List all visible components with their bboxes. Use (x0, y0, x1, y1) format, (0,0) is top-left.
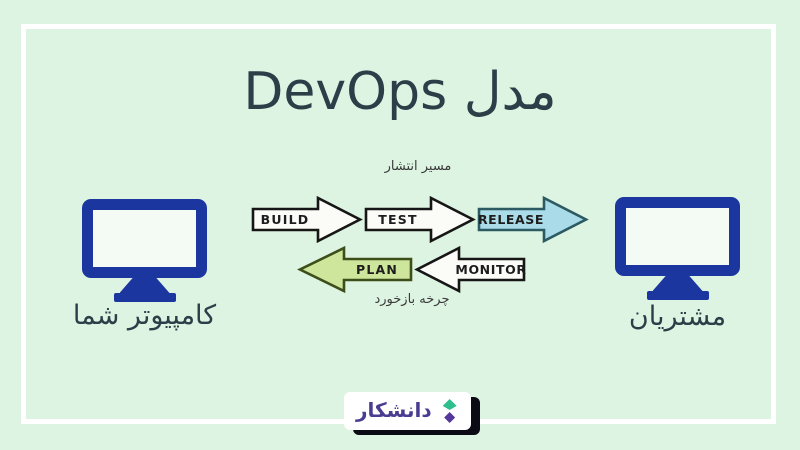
diamond-logo-icon (441, 399, 459, 423)
release-arrow: RELEASE (477, 195, 589, 244)
monitor-screen (82, 199, 207, 278)
your-computer-icon (82, 199, 207, 302)
customers-label: مشتریان (628, 301, 727, 332)
monitor-stand (652, 275, 703, 291)
forward-path-label: مسیر انتشار (384, 159, 452, 174)
brand-logo: دانشکار (344, 392, 471, 430)
build-arrow-shape (251, 195, 363, 244)
feedback-loop-label: چرخه بازخورد (374, 292, 450, 307)
monitor-arrow: MONITOR (414, 245, 526, 294)
monitor-base (646, 291, 709, 300)
your-computer-label: کامپیوتر شما (72, 300, 217, 331)
monitor-base (113, 293, 176, 302)
monitor-screen (615, 197, 740, 276)
release-arrow-label: RELEASE (478, 212, 544, 227)
brand-name: دانشکار (356, 397, 432, 422)
test-arrow-shape (364, 195, 476, 244)
test-arrow: TEST (364, 195, 476, 244)
diamond-bottom-purple (444, 412, 456, 423)
page-title: مدل DevOps (243, 62, 557, 122)
monitor-stand (119, 277, 170, 293)
test-arrow-label: TEST (378, 212, 417, 227)
diamond-top-green (442, 399, 457, 410)
plan-arrow-shape (297, 245, 413, 294)
monitor-arrow-label: MONITOR (455, 262, 526, 277)
plan-arrow: PLAN (297, 245, 413, 294)
monitor-arrow-shape (414, 245, 526, 294)
build-arrow-label: BUILD (261, 212, 310, 227)
customers-icon (615, 197, 740, 300)
build-arrow: BUILD (251, 195, 363, 244)
release-arrow-shape (477, 195, 589, 244)
plan-arrow-label: PLAN (356, 262, 398, 277)
